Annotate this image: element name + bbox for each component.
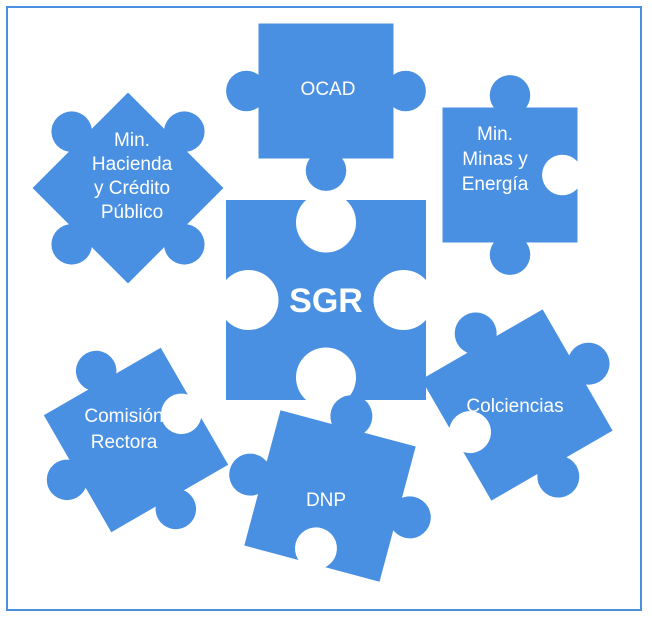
piece-tab <box>388 496 431 539</box>
piece-tab <box>330 395 373 438</box>
piece-tab <box>385 70 426 112</box>
piece-tab <box>537 455 580 498</box>
piece-hole <box>373 270 434 330</box>
piece-hole <box>449 411 492 454</box>
piece-tab <box>51 224 92 265</box>
piece-tab <box>51 111 92 152</box>
piece-tab <box>229 453 272 496</box>
puzzle-piece-minhacienda <box>32 92 224 284</box>
piece-tab <box>75 350 117 392</box>
label-line: y Crédito <box>94 178 170 199</box>
piece-hole <box>296 347 356 408</box>
piece-label-dnp: DNP <box>306 490 346 511</box>
label-line: Min. <box>477 124 513 145</box>
piece-tab <box>567 342 610 385</box>
piece-tab <box>489 75 531 116</box>
piece-body <box>258 23 394 159</box>
piece-hole <box>218 270 279 330</box>
piece-hole <box>542 154 583 196</box>
label-line: OCAD <box>301 79 356 100</box>
piece-tab <box>164 111 205 152</box>
piece-label-minminas: Min. Minas y Energía <box>462 124 529 195</box>
puzzle-piece-comision <box>43 347 229 533</box>
label-line: Comisión <box>84 406 163 427</box>
label-line: DNP <box>306 490 346 511</box>
piece-tab <box>164 224 205 265</box>
piece-tab <box>489 234 531 275</box>
label-line: Público <box>101 202 163 223</box>
piece-hole <box>296 192 356 253</box>
puzzle-piece-ocad <box>226 23 426 191</box>
puzzle-piece-minminas <box>442 75 583 275</box>
piece-hole <box>294 527 337 570</box>
piece-tab <box>226 70 267 112</box>
piece-hole <box>161 393 202 435</box>
piece-label-colciencias: Colciencias <box>466 396 563 417</box>
piece-tab <box>305 150 347 191</box>
puzzle-piece-colciencias <box>421 309 613 501</box>
label-line: Energía <box>462 174 529 195</box>
diagram-frame <box>6 6 642 611</box>
piece-tab <box>454 312 497 355</box>
label-line: Minas y <box>462 149 528 170</box>
piece-tab <box>155 488 197 530</box>
label-line: SGR <box>289 282 363 320</box>
label-line: Min. <box>114 130 150 151</box>
label-line: Colciencias <box>466 396 563 417</box>
piece-body <box>244 410 416 582</box>
piece-tab <box>46 459 88 501</box>
piece-label-sgr: SGR <box>289 282 363 320</box>
label-line: Rectora <box>91 432 158 453</box>
label-line: Hacienda <box>92 154 173 175</box>
puzzle-piece-dnp <box>229 395 431 582</box>
piece-label-ocad: OCAD <box>301 79 356 100</box>
puzzle-piece-sgr <box>218 192 434 408</box>
